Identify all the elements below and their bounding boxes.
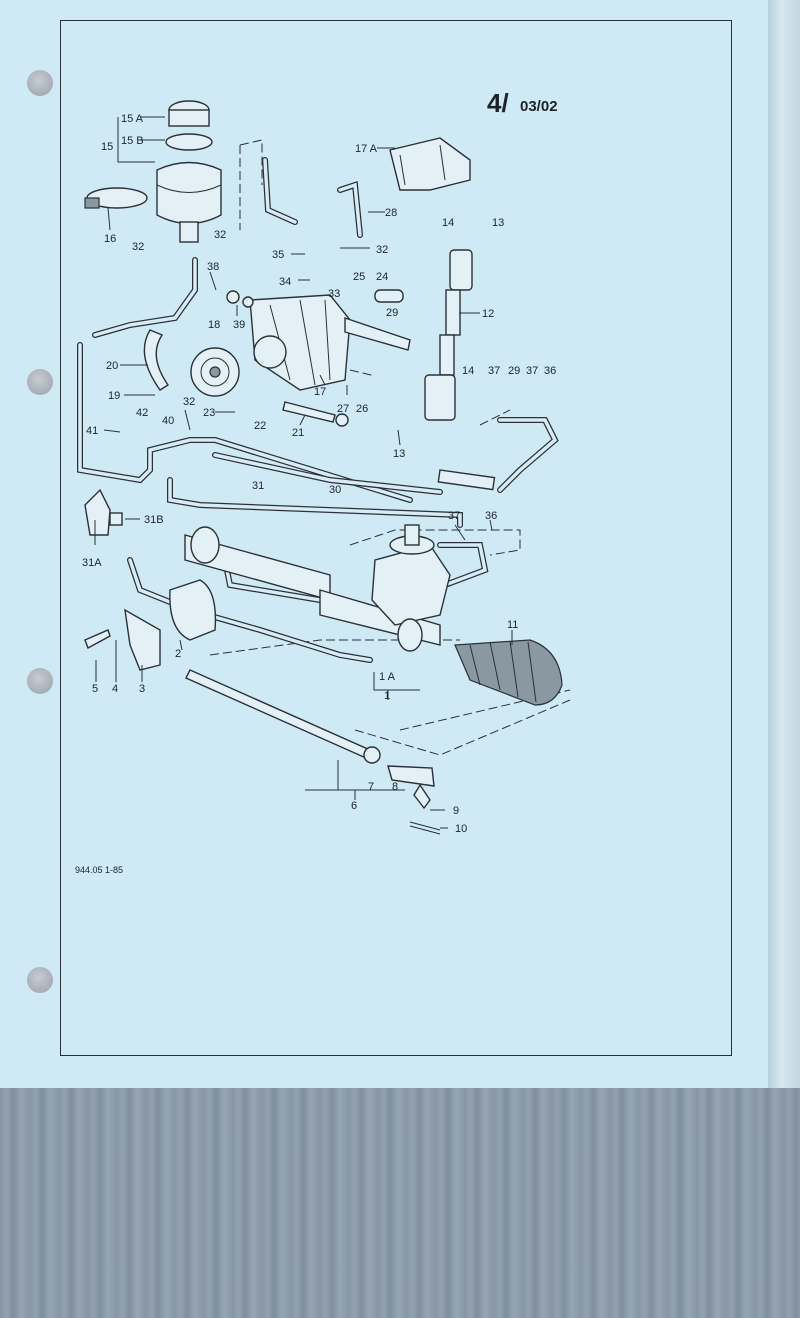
callout-16: 16 bbox=[104, 233, 116, 245]
callout-33: 33 bbox=[328, 288, 340, 300]
callout-3: 3 bbox=[139, 683, 145, 695]
callout-30: 30 bbox=[329, 484, 341, 496]
callout-7: 7 bbox=[368, 781, 374, 793]
callout-29: 29 bbox=[508, 365, 520, 377]
callout-5: 5 bbox=[92, 683, 98, 695]
callout-15a: 15 A bbox=[121, 113, 144, 125]
callout-32: 32 bbox=[132, 241, 144, 253]
callout-41: 41 bbox=[86, 425, 98, 437]
callout-35: 35 bbox=[272, 249, 284, 261]
callout-39: 39 bbox=[233, 319, 245, 331]
callout-27: 27 bbox=[337, 403, 349, 415]
callout-36: 36 bbox=[544, 365, 556, 377]
callout-38: 38 bbox=[207, 261, 219, 273]
punch-hole bbox=[27, 967, 53, 993]
callout-32: 32 bbox=[214, 229, 226, 241]
power-steering-pump bbox=[190, 294, 411, 397]
callout-11: 11 bbox=[507, 619, 518, 631]
callout-20: 20 bbox=[106, 360, 118, 372]
callout-31: 31 bbox=[252, 480, 264, 492]
suction-hoses bbox=[262, 157, 363, 238]
punch-hole bbox=[27, 668, 53, 694]
callout-19: 19 bbox=[108, 390, 120, 402]
mount-clamp bbox=[84, 608, 161, 671]
callout-13: 13 bbox=[393, 448, 405, 460]
page-subsection: 03/02 bbox=[520, 98, 558, 115]
callout-12: 12 bbox=[482, 308, 494, 320]
callout-42: 42 bbox=[136, 407, 148, 419]
callout-25: 25 bbox=[353, 271, 365, 283]
punch-hole bbox=[27, 369, 53, 395]
callout-14: 14 bbox=[462, 365, 474, 377]
callout-10: 10 bbox=[455, 823, 467, 835]
callout-32: 32 bbox=[183, 396, 195, 408]
callout-31b: 31B bbox=[144, 514, 164, 526]
callout-28: 28 bbox=[385, 207, 397, 219]
catalog-sheet bbox=[0, 0, 768, 1088]
pump-bracket bbox=[389, 137, 471, 191]
callout-29: 29 bbox=[386, 307, 398, 319]
callout-22: 22 bbox=[254, 420, 266, 432]
callout-26: 26 bbox=[356, 403, 368, 415]
callout-14: 14 bbox=[442, 217, 454, 229]
diagram-frame bbox=[60, 20, 732, 1056]
callout-21: 21 bbox=[292, 427, 304, 439]
drive-belt bbox=[143, 329, 169, 391]
callout-40: 40 bbox=[162, 415, 174, 427]
callout-17: 17 bbox=[314, 386, 326, 398]
tie-rod bbox=[185, 669, 441, 835]
callout-37: 37 bbox=[488, 365, 500, 377]
callout-23: 23 bbox=[203, 407, 215, 419]
punch-hole bbox=[27, 70, 53, 96]
callout-15b: 15 B bbox=[121, 135, 144, 147]
callout-13: 13 bbox=[492, 217, 504, 229]
callout-18: 18 bbox=[208, 319, 220, 331]
callout-4: 4 bbox=[112, 683, 118, 695]
callout-37: 37 bbox=[526, 365, 538, 377]
rack-boot bbox=[454, 639, 563, 706]
steering-rack bbox=[169, 524, 451, 652]
callout-24: 24 bbox=[376, 271, 388, 283]
callout-1: 1 bbox=[384, 690, 390, 702]
callout-8: 8 bbox=[392, 781, 398, 793]
callout-1a: 1 A bbox=[379, 671, 396, 683]
callout-31a: 31A bbox=[82, 557, 102, 569]
drawing-reference: 944.05 1-85 bbox=[75, 865, 124, 875]
callout-32: 32 bbox=[376, 244, 388, 256]
callout-15: 15 bbox=[101, 141, 113, 153]
scan-background bbox=[0, 1088, 800, 1318]
callout-36: 36 bbox=[485, 510, 497, 522]
callout-34: 34 bbox=[279, 276, 291, 288]
bracket-31a bbox=[84, 488, 123, 536]
leader-lines bbox=[94, 116, 513, 829]
page-number: 4/ bbox=[487, 88, 509, 118]
hose-clamp bbox=[84, 187, 148, 209]
steering-shaft bbox=[424, 249, 496, 491]
callout-37: 37 bbox=[448, 510, 460, 522]
sheet-edge bbox=[768, 0, 800, 1088]
callout-labels: 15 A 15 B 15 17 A 16 32 32 28 14 13 35 3… bbox=[82, 113, 556, 835]
callout-17a: 17 A bbox=[355, 143, 378, 155]
fluid-reservoir bbox=[156, 100, 222, 243]
callout-2: 2 bbox=[175, 648, 181, 660]
pressure-fittings bbox=[226, 289, 404, 427]
callout-9: 9 bbox=[453, 805, 459, 817]
callout-6: 6 bbox=[351, 800, 357, 812]
